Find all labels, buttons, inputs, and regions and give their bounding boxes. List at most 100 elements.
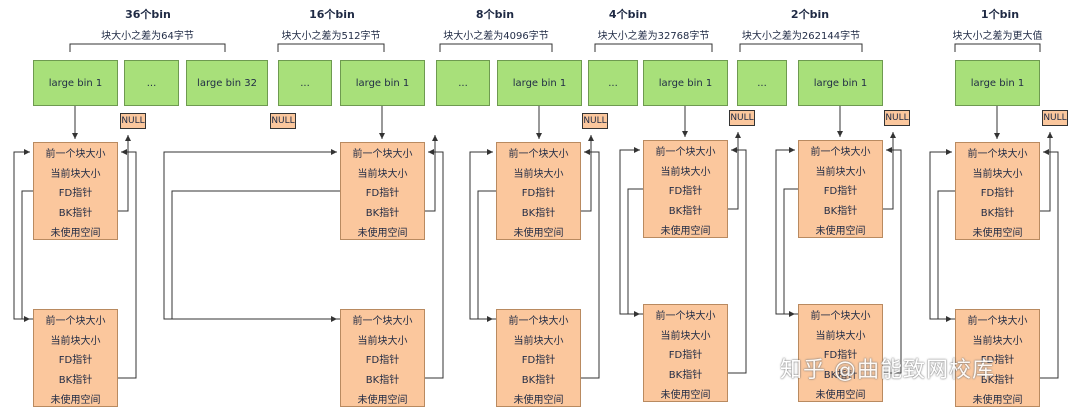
chunk-field: 当前块大小: [50, 335, 101, 347]
chunk-field: 未使用空间: [972, 227, 1023, 239]
large-bin: large bin 32: [186, 60, 268, 106]
arrow: [627, 188, 643, 317]
arrow: [581, 135, 594, 212]
chunk-field: 前一个块大小: [352, 316, 413, 328]
chunk-field: FD指针: [823, 186, 858, 198]
chunk-field: FD指针: [980, 355, 1015, 367]
chunk-field: 未使用空间: [50, 394, 101, 406]
chunk-field: 前一个块大小: [967, 149, 1028, 161]
arrow: [21, 190, 33, 322]
chunk-field: 未使用空间: [50, 227, 101, 239]
null-marker: NULL: [884, 110, 910, 126]
chunk-field: FD指针: [980, 188, 1015, 200]
arrow: [619, 147, 643, 315]
chunk-field: BK指针: [521, 375, 556, 387]
chunk-field: 未使用空间: [815, 225, 866, 237]
chunk-field: 未使用空间: [660, 225, 711, 237]
null-marker: NULL: [120, 113, 146, 129]
chunk-field: FD指针: [668, 186, 703, 198]
column-title: 36个bin: [125, 8, 171, 21]
large-bin: large bin 1: [33, 60, 118, 106]
column-note: 块大小之差为262144字节: [741, 31, 861, 42]
chunk-field: 前一个块大小: [45, 149, 106, 161]
bin-ellipsis: ...: [737, 60, 787, 106]
chunk-field: BK指针: [823, 206, 858, 218]
column-note: 块大小之差为更大值: [952, 31, 1043, 42]
large-bin: large bin 1: [955, 60, 1040, 106]
connector: [69, 43, 226, 52]
chunk-field: FD指针: [521, 188, 556, 200]
column-note: 块大小之差为32768字节: [597, 31, 710, 42]
chunk-field: BK指针: [58, 208, 93, 220]
connector: [954, 43, 1041, 52]
arrow: [728, 147, 747, 374]
arrow: [1040, 132, 1053, 212]
connector: [277, 43, 385, 52]
column-title: 16个bin: [309, 8, 355, 21]
chunk-field: BK指针: [365, 375, 400, 387]
chunk-field: FD指针: [58, 355, 93, 367]
chunk-field: 当前块大小: [815, 166, 866, 178]
bin-ellipsis: ...: [278, 60, 332, 106]
chunk-field: 未使用空间: [815, 389, 866, 401]
chunk-field: 当前块大小: [513, 168, 564, 180]
column-title: 2个bin: [790, 8, 830, 21]
chunk-field: 前一个块大小: [655, 147, 716, 159]
column-note: 块大小之差为64字节: [101, 31, 194, 42]
chunk-field: 当前块大小: [972, 168, 1023, 180]
column-title: 8个bin: [475, 8, 515, 21]
chunk-field: 当前块大小: [815, 330, 866, 342]
null-marker: NULL: [729, 110, 755, 126]
chunk-field: BK指针: [365, 208, 400, 220]
chunk-field: 前一个块大小: [352, 149, 413, 161]
chunk-field: 未使用空间: [357, 227, 408, 239]
chunk-field: FD指针: [365, 188, 400, 200]
chunk-field: FD指针: [365, 355, 400, 367]
chunk-field: 当前块大小: [972, 335, 1023, 347]
arrow: [581, 149, 600, 379]
chunk-field: 前一个块大小: [967, 316, 1028, 328]
bin-ellipsis: ...: [124, 60, 179, 106]
arrow: [1040, 149, 1059, 379]
chunk-field: 当前块大小: [660, 166, 711, 178]
chunk-field: 未使用空间: [513, 227, 564, 239]
connector: [739, 43, 863, 52]
column-title: 1个bin: [980, 8, 1020, 21]
chunk-field: 当前块大小: [357, 335, 408, 347]
arrow: [118, 149, 137, 379]
chunk-field: BK指针: [823, 370, 858, 382]
connector: [594, 43, 713, 52]
chunk-field: 前一个块大小: [45, 316, 106, 328]
chunk-field: 前一个块大小: [810, 311, 871, 323]
chunk-field: 当前块大小: [50, 168, 101, 180]
chunk-field: 前一个块大小: [655, 311, 716, 323]
chunk-field: FD指针: [668, 350, 703, 362]
chunk-field: FD指针: [521, 355, 556, 367]
column-note: 块大小之差为4096字节: [443, 31, 549, 42]
arrow: [929, 149, 955, 320]
null-marker: NULL: [270, 113, 296, 129]
chunk-field: 前一个块大小: [508, 316, 569, 328]
arrow: [425, 135, 438, 212]
chunk-field: 当前块大小: [513, 335, 564, 347]
connector: [439, 43, 553, 52]
arrow: [937, 190, 955, 322]
arrow: [883, 132, 896, 210]
chunk-field: 未使用空间: [357, 394, 408, 406]
bin-ellipsis: ...: [436, 60, 490, 106]
arrow: [783, 188, 798, 317]
arrow: [13, 149, 33, 320]
watermark: 知乎 @曲能致网校库: [780, 358, 995, 383]
arrow: [775, 147, 798, 315]
chunk-tail: 前一个块大小当前块大小 FD指针 BK指针未使用空间: [340, 309, 425, 407]
